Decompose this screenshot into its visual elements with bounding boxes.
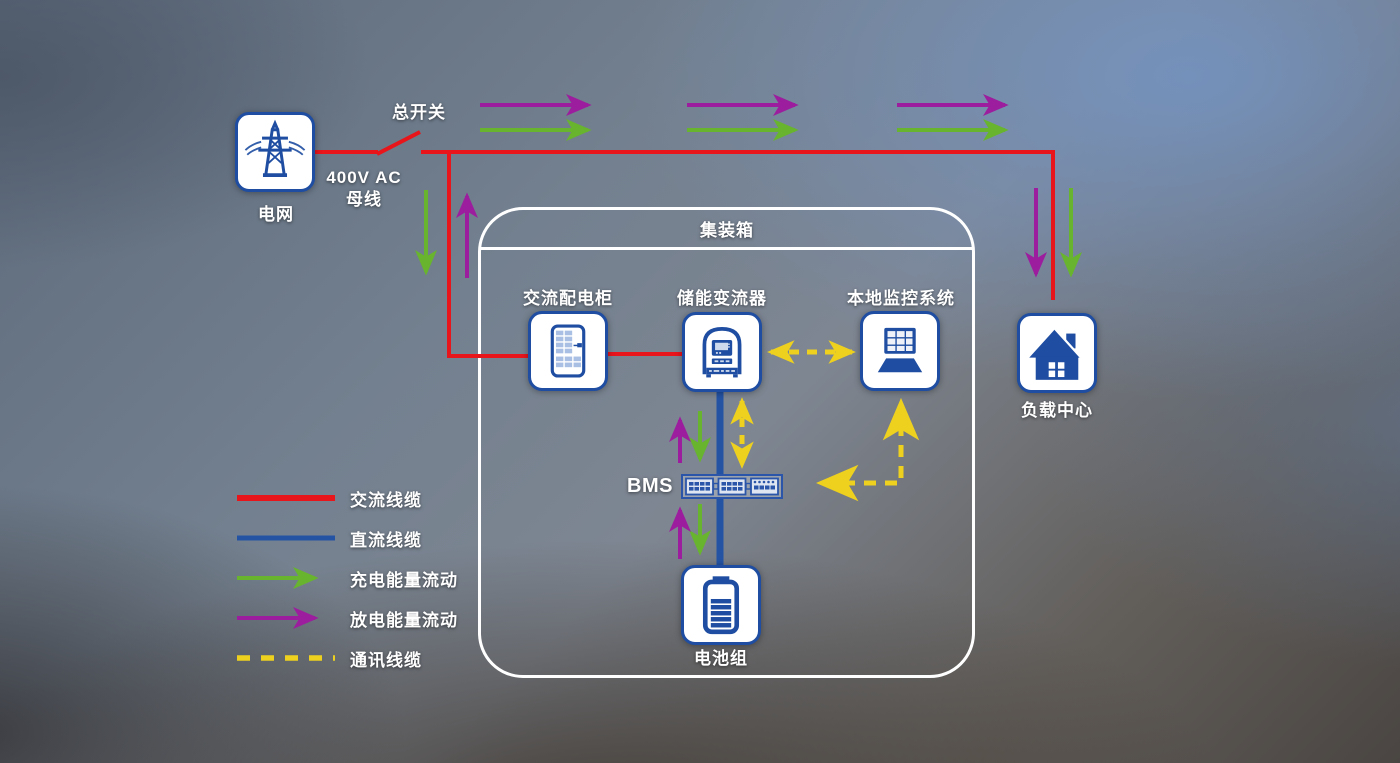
main-switch-blade: [376, 130, 421, 156]
ac-cabinet-label: 交流配电柜: [523, 289, 613, 308]
comm-cable-swatch: [237, 655, 335, 661]
bms-rack-icon: [681, 474, 783, 499]
grid-node: [235, 112, 315, 192]
pcs-node: [682, 312, 762, 392]
busbar-label: 400V AC 母线: [326, 167, 401, 211]
ac-cable-swatch: [237, 495, 335, 501]
laptop-monitor-icon: [877, 327, 923, 373]
legend-label: 直流线缆: [350, 530, 422, 550]
ac-busbar-to-load: [421, 150, 1055, 300]
legend-label: 通讯线缆: [350, 650, 422, 670]
legend-item-ac-cable: 交流线缆: [237, 487, 458, 510]
house-icon: [1029, 328, 1082, 380]
grid-label: 电网: [258, 205, 294, 224]
monitoring-label: 本地监控系统: [847, 289, 955, 308]
legend-label: 充电能量流动: [350, 570, 458, 590]
bms-label: BMS: [627, 475, 673, 497]
power-tower-icon: [244, 119, 306, 177]
legend-item-charge-flow: 充电能量流动: [237, 567, 458, 590]
pcs-label: 储能变流器: [677, 289, 767, 308]
legend-label: 放电能量流动: [350, 610, 458, 630]
battery-node: [681, 565, 761, 645]
busbar-label-line1: 400V AC: [326, 168, 402, 187]
battery-label: 电池组: [694, 649, 748, 668]
dc-cable-swatch: [237, 535, 335, 541]
legend-item-comm-cable: 通讯线缆: [237, 647, 458, 670]
legend-item-dc-cable: 直流线缆: [237, 527, 458, 550]
charge-flow-swatch: [237, 567, 319, 589]
load-center-node: [1017, 313, 1097, 393]
load-center-label: 负载中心: [1021, 401, 1093, 420]
main-switch-label: 总开关: [392, 103, 446, 122]
monitoring-node: [860, 311, 940, 391]
container-title: 集装箱: [700, 221, 754, 240]
comm-line-bms-monitoring: [815, 397, 920, 502]
distribution-cabinet-icon: [550, 324, 586, 378]
legend-item-discharge-flow: 放电能量流动: [237, 607, 458, 630]
legend: 交流线缆 直流线缆 充电能量流动 放电能量流动 通讯线缆: [237, 487, 458, 670]
busbar-label-line2: 母线: [345, 190, 382, 209]
ac-branch-to-cabinet: [447, 152, 530, 358]
ac-cabinet-node: [528, 311, 608, 391]
discharge-flow-swatch: [237, 607, 319, 629]
bms-node: [681, 474, 783, 499]
converter-icon: [702, 327, 742, 378]
battery-icon: [702, 576, 740, 635]
container-box: [478, 207, 975, 678]
container-title-divider: [481, 247, 972, 250]
legend-label: 交流线缆: [350, 490, 422, 510]
